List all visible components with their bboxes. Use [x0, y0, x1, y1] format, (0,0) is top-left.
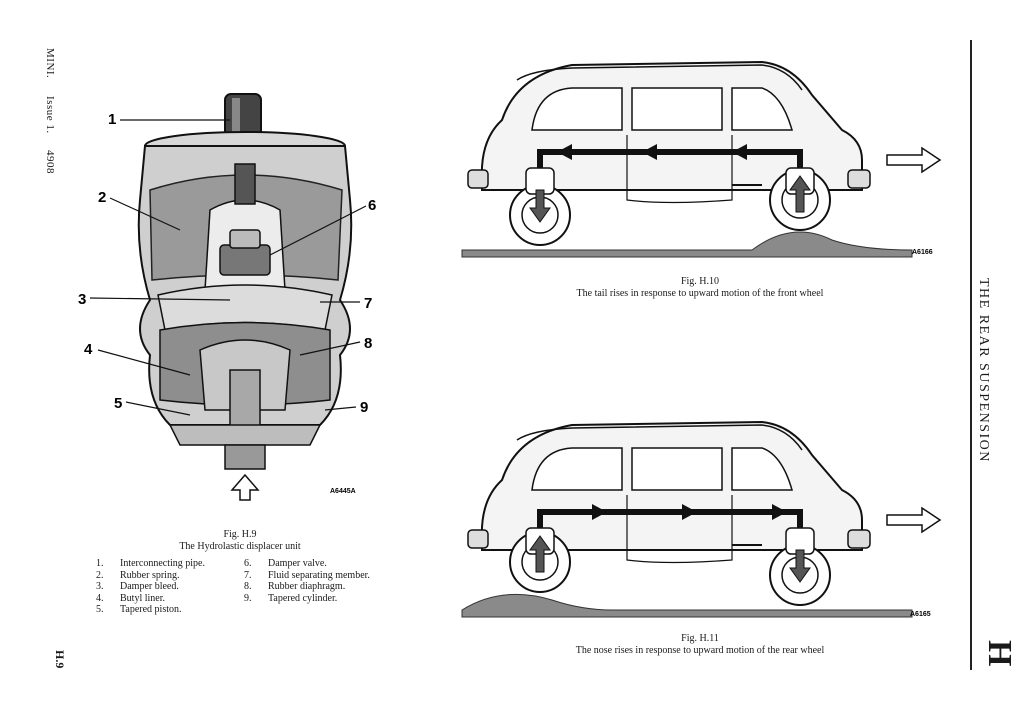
- figure-number: Fig. H.9: [223, 529, 257, 540]
- legend-item: 8.Rubber diaphragm.: [244, 581, 346, 592]
- displacer-unit-illustration: 1 2 3 4 5 6 7 8 9 A6445A: [78, 93, 376, 501]
- callout-5: 5: [114, 395, 122, 412]
- figure-caption: The nose rises in response to upward mot…: [575, 645, 825, 656]
- figure-number: Fig. H.10: [680, 276, 720, 287]
- callout-8: 8: [364, 335, 372, 352]
- figure-ref-code: A6445A: [330, 488, 356, 495]
- page-number: H.9: [53, 650, 67, 669]
- legend-item: 6.Damper valve.: [244, 558, 327, 569]
- callout-4: 4: [84, 341, 93, 358]
- section-divider: [970, 40, 972, 670]
- legend-item: 5.Tapered piston.: [96, 604, 182, 615]
- legend-item: 9.Tapered cylinder.: [244, 592, 338, 604]
- manual-title: MINI.: [44, 48, 56, 79]
- figure-ref-code: A6165: [910, 611, 931, 618]
- legend-item: 3.Damper bleed.: [96, 581, 179, 592]
- figure-ref-code: A6166: [912, 249, 933, 256]
- section-title: THE REAR SUSPENSION: [976, 278, 991, 463]
- legend-column-left: 1.Interconnecting pipe. 2.Rubber spring.…: [96, 558, 205, 616]
- callout-6: 6: [368, 197, 376, 214]
- fig-h10-caption: Fig. H.10 The tail rises in response to …: [520, 276, 880, 300]
- legend-column-right: 6.Damper valve. 7.Fluid separating membe…: [244, 558, 370, 604]
- section-letter: H: [981, 640, 1018, 667]
- fig-h11-caption: Fig. H.11 The nose rises in response to …: [520, 633, 880, 657]
- legend-item: 2.Rubber spring.: [96, 569, 180, 581]
- fig-h9-caption: Fig. H.9 The Hydrolastic displacer unit: [120, 529, 360, 553]
- callout-2: 2: [98, 189, 106, 206]
- callout-1: 1: [108, 111, 116, 128]
- manual-number: 4908: [44, 150, 56, 175]
- issue-label: Issue 1.: [44, 95, 56, 134]
- legend-item: 1.Interconnecting pipe.: [96, 558, 205, 569]
- callout-9: 9: [360, 399, 368, 416]
- running-header: MINI. Issue 1. 4908: [44, 48, 56, 188]
- callout-7: 7: [364, 295, 372, 312]
- car-front-bump-illustration: A6166: [461, 60, 942, 258]
- figure-number: Fig. H.11: [681, 633, 719, 644]
- legend-item: 7.Fluid separating member.: [244, 569, 370, 581]
- callout-3: 3: [78, 291, 86, 308]
- figure-caption: The tail rises in response to upward mot…: [576, 288, 824, 299]
- legend-item: 4.Butyl liner.: [96, 592, 165, 604]
- figure-caption: The Hydrolastic displacer unit: [179, 541, 301, 552]
- car-rear-bump-illustration: A6165: [461, 420, 942, 618]
